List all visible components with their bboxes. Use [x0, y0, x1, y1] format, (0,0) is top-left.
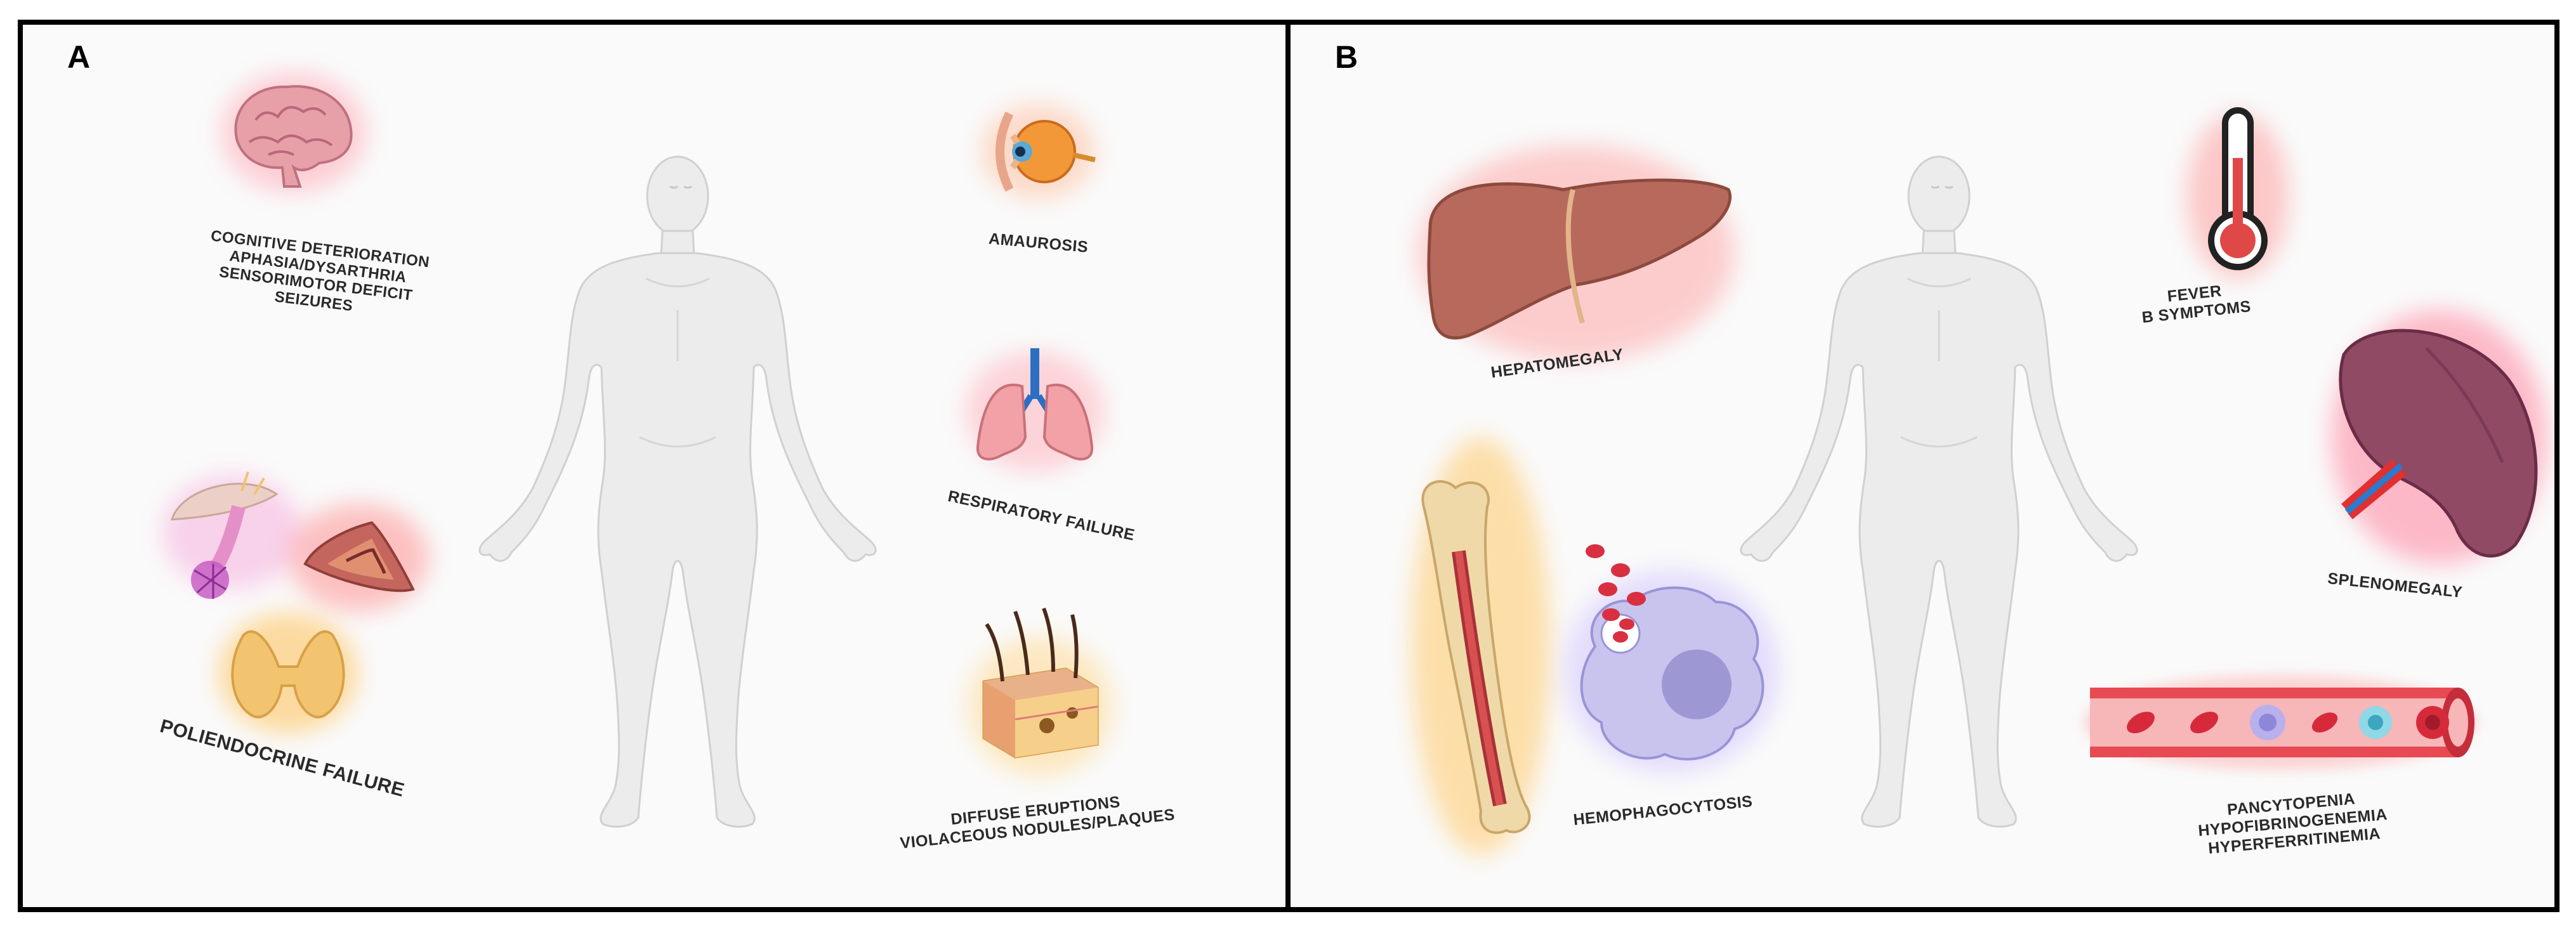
thyroid-icon [218, 613, 358, 733]
panel-letter: B [1335, 39, 1358, 75]
panel-a: A [18, 20, 1291, 912]
human-body-icon [478, 155, 877, 828]
pituitary-icon [162, 471, 302, 599]
human-body-icon [1740, 155, 2138, 828]
macrophage-icon [1563, 570, 1779, 773]
panel-letter: A [67, 39, 91, 75]
adrenal-icon [289, 504, 429, 611]
thermometer-icon [2187, 107, 2289, 278]
panel-b: B [1285, 20, 2560, 912]
liver-icon [1417, 145, 1735, 361]
blood-vessel-icon [2084, 675, 2477, 770]
bone-icon [1411, 437, 1551, 856]
brain-icon [221, 72, 367, 193]
lungs-icon [965, 348, 1105, 472]
skin-icon [968, 607, 1114, 776]
red-blood-cell-icon [1586, 544, 1646, 643]
eye-icon [981, 104, 1096, 199]
spleen-icon [2331, 310, 2547, 564]
panel-a-illustration [162, 72, 1114, 828]
panel-b-illustration [1411, 107, 2547, 856]
